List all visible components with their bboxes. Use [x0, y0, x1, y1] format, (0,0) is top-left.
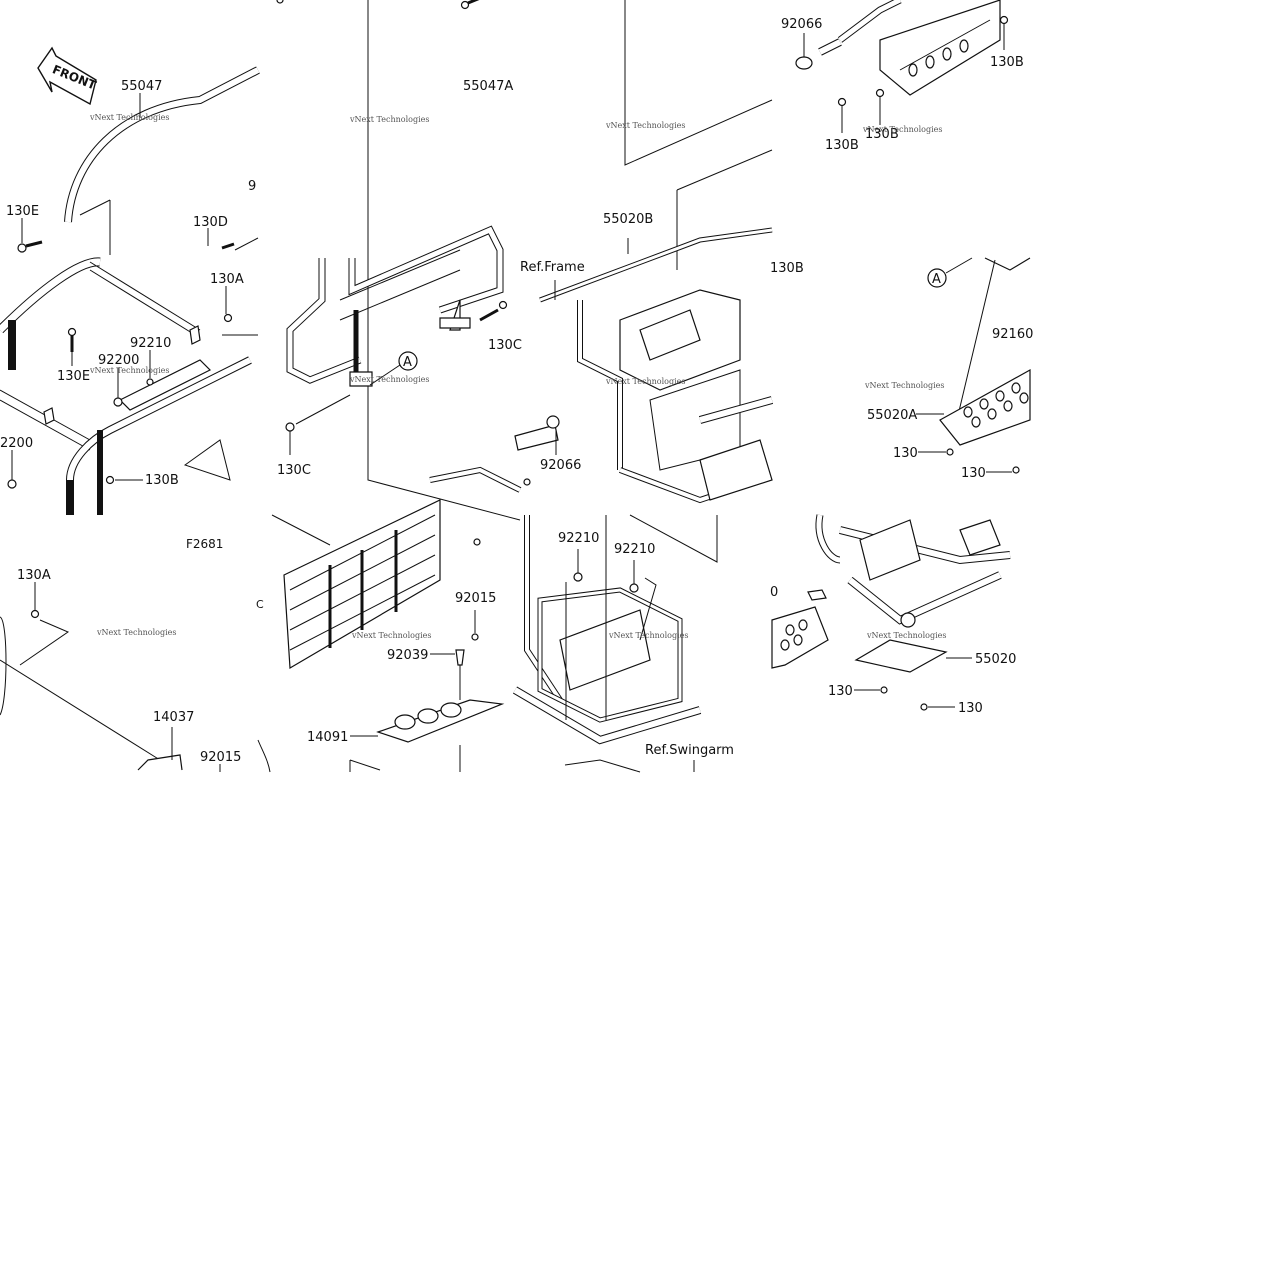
callout-130: 130 [828, 684, 853, 699]
watermark: vNext Technologies [862, 125, 942, 134]
front-arrow-icon: FRONT [37, 46, 99, 106]
nut-icon [146, 378, 154, 386]
watermark: vNext Technologies [96, 628, 176, 637]
bolt-icon [837, 97, 847, 107]
ref-circle-a [398, 351, 418, 371]
callout-92210: 92210 [558, 531, 599, 546]
watermark: vNext Technologies [349, 375, 429, 384]
watermark: vNext Technologies [864, 381, 944, 390]
ref-circle-a [927, 268, 947, 288]
figure-code: F2681 [186, 537, 223, 551]
nut-icon [573, 572, 583, 582]
bolt-icon [875, 88, 885, 98]
watermark: vNext Technologies [866, 631, 946, 640]
nut-icon [629, 583, 639, 593]
callout-130e: 130E [57, 369, 90, 384]
callout-92200: 92200 [98, 353, 139, 368]
callout-130b: 130B [865, 127, 899, 142]
bolt-icon [30, 609, 40, 619]
callout-130a: 130A [17, 568, 51, 583]
callout-130a: 130A [210, 272, 244, 287]
callout-130c: 130C [488, 338, 522, 353]
callout-92066: 92066 [540, 458, 581, 473]
callout-partial: 0 [770, 585, 778, 600]
nut-icon [473, 538, 481, 546]
washer-icon [113, 397, 123, 407]
bolt-icon [999, 15, 1009, 25]
bolt-icon [920, 703, 928, 711]
bolt-icon [17, 243, 27, 253]
callout-92210: 92210 [130, 336, 171, 351]
washer-icon [7, 479, 17, 489]
ref-swingarm-label: Ref.Swingarm [645, 743, 734, 758]
nut-icon [471, 633, 479, 641]
cap-icon [795, 56, 813, 70]
callout-14037: 14037 [153, 710, 194, 725]
panel-roll-cage-rear: A 55047A 130C 130C vNext Technologies vN… [276, 0, 522, 521]
callout-92210: 92210 [614, 542, 655, 557]
callout-92066: 92066 [781, 17, 822, 32]
panel-cargo-gate: 92015 92039 14091 C vNext Technologies [256, 466, 531, 772]
bolt-icon [523, 478, 531, 486]
ref-frame-label: Ref.Frame [520, 260, 585, 275]
panel-front-subframe: 55020 130 130 0 vNext Technologies [770, 514, 1016, 716]
bolt-icon [1012, 466, 1020, 474]
callout-14091: 14091 [307, 730, 348, 745]
callout-130b: 130B [825, 138, 859, 153]
callout-130b: 130B [145, 473, 179, 488]
callout-92039: 92039 [387, 648, 428, 663]
watermark: vNext Technologies [89, 113, 169, 122]
panel-cargo-bed-left: F2681 130A 14037 92015 vNext Technologie… [0, 537, 271, 773]
panel-skid-plate-right: 92066 130B 130B 130B vNext Technologies … [781, 0, 1033, 481]
watermark: vNext Technologies [89, 366, 169, 375]
callout-55020: 55020 [975, 652, 1016, 667]
bolt-icon [223, 313, 233, 323]
cap-icon [546, 415, 560, 429]
bolt-icon [105, 475, 115, 485]
callout-130b: 130B [990, 55, 1024, 70]
callout-130: 130 [961, 466, 986, 481]
callout-92015: 92015 [200, 750, 241, 765]
bolt-icon [880, 686, 888, 694]
bolt-icon [460, 0, 470, 10]
callout-92160: 92160 [992, 327, 1033, 342]
callout-130: 130 [893, 446, 918, 461]
bolt-icon [498, 300, 508, 310]
watermark: vNext Technologies [349, 115, 429, 124]
callout-130c: 130C [277, 463, 311, 478]
watermark: vNext Technologies [605, 121, 685, 130]
watermark: vNext Technologies [608, 631, 688, 640]
callout-130: 130 [958, 701, 983, 716]
cover-plate [376, 699, 505, 743]
callout-55020b: 55020B [603, 212, 653, 227]
skid-plate [854, 639, 948, 673]
bolt-icon [67, 327, 77, 337]
watermark: vNext Technologies [605, 377, 685, 386]
panel-roll-cage-left: FRONT [0, 46, 260, 515]
callout-55047a: 55047A [463, 79, 513, 94]
callout-130e: 130E [6, 204, 39, 219]
callout-55047: 55047 [121, 79, 162, 94]
callout-130b: 130B [770, 261, 804, 276]
panel-main-frame: 55020B Ref.Frame 130B 92066 vNext Techno… [514, 0, 804, 563]
ref-circle-label: A [932, 272, 941, 287]
watermark: vNext Technologies [351, 631, 431, 640]
callout-partial: C [256, 598, 264, 611]
callout-partial: 9 [248, 179, 256, 194]
callout-130d: 130D [193, 215, 228, 230]
callout-92015: 92015 [455, 591, 496, 606]
ref-circle-label: A [403, 355, 412, 370]
bolt-icon [285, 422, 295, 432]
callout-55020a: 55020A [867, 408, 917, 423]
callout-2200: 2200 [0, 436, 33, 451]
panel-rear-subframe: 92210 92210 Ref.Swingarm vNext Technolog… [512, 515, 734, 773]
bolt-icon [946, 448, 954, 456]
